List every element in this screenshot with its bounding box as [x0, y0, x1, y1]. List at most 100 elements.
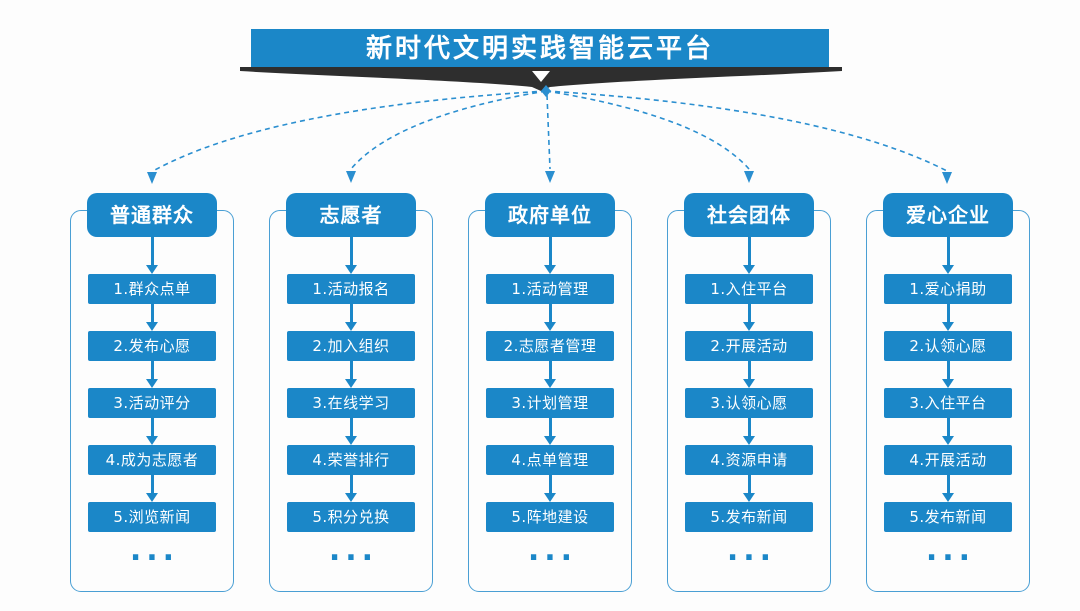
flow-step-2: 2.认领心愿: [884, 331, 1012, 361]
arrow-tip: [345, 436, 357, 445]
flow-step-label: 2.发布心愿: [113, 336, 191, 355]
arrowhead-col4: [744, 171, 754, 183]
page-title: 新时代文明实践智能云平台: [365, 33, 714, 64]
arrow-down-icon: [345, 237, 357, 274]
column-header: 政府单位: [485, 193, 615, 237]
arrow-tip: [345, 379, 357, 388]
arrow-stem: [150, 304, 154, 322]
arrow-down-icon: [942, 418, 954, 445]
flow-step-label: 3.活动评分: [113, 393, 191, 412]
ellipsis-label: ...: [129, 533, 180, 568]
arrow-down-icon: [146, 237, 158, 274]
arrow-tip: [146, 265, 158, 274]
flow-column: 社会团体 1.入住平台 2.开展活动 3.认领心愿 4.资源申请: [667, 193, 831, 592]
arrow-stem: [548, 304, 552, 322]
arrow-down-icon: [942, 475, 954, 502]
arrow-down-icon: [743, 304, 755, 331]
arrow-tip: [345, 493, 357, 502]
flow-step-5: 5.发布新闻: [884, 502, 1012, 532]
arrow-stem: [150, 475, 154, 493]
arrowhead-col5: [942, 172, 952, 184]
arrow-tip: [544, 379, 556, 388]
connector-col3: [546, 94, 551, 170]
flow-step-label: 1.入住平台: [710, 279, 788, 298]
arrow-tip: [146, 436, 158, 445]
arrow-stem: [747, 475, 751, 493]
arrow-tip: [146, 379, 158, 388]
arrow-down-icon: [544, 475, 556, 502]
flow-step-label: 1.活动报名: [312, 279, 390, 298]
arrow-stem: [946, 475, 950, 493]
ellipsis-label: ...: [328, 533, 379, 568]
flow-step-label: 3.入住平台: [909, 393, 987, 412]
column-header-label: 爱心企业: [906, 203, 990, 227]
arrow-stem: [150, 418, 154, 436]
arrow-down-icon: [743, 361, 755, 388]
arrow-stem: [747, 304, 751, 322]
flow-step-1: 1.活动管理: [486, 274, 614, 304]
arrow-stem: [349, 418, 353, 436]
arrow-stem: [747, 237, 751, 265]
title-banner: 新时代文明实践智能云平台: [251, 29, 829, 68]
flow-step-label: 5.发布新闻: [909, 507, 987, 526]
flow-column: 志愿者 1.活动报名 2.加入组织 3.在线学习 4.荣誉排行: [269, 193, 433, 592]
column-header: 普通群众: [87, 193, 217, 237]
arrow-down-icon: [544, 304, 556, 331]
flow-step-label: 5.阵地建设: [511, 507, 589, 526]
flow-step-3: 3.认领心愿: [685, 388, 813, 418]
column-header-label: 社会团体: [707, 203, 791, 227]
arrow-tip: [146, 493, 158, 502]
flow-step-label: 4.成为志愿者: [105, 450, 199, 469]
arrow-down-icon: [743, 418, 755, 445]
arrow-stem: [150, 237, 154, 265]
arrow-tip: [146, 322, 158, 331]
flow-step-5: 5.发布新闻: [685, 502, 813, 532]
arrow-down-icon: [942, 361, 954, 388]
flow-step-4: 4.资源申请: [685, 445, 813, 475]
flow-step-label: 1.爱心捐助: [909, 279, 987, 298]
ellipsis-label: ...: [527, 533, 578, 568]
arrow-stem: [150, 361, 154, 379]
arrow-down-icon: [544, 237, 556, 274]
arrow-tip: [743, 493, 755, 502]
arrow-tip: [544, 322, 556, 331]
flow-step-label: 5.积分兑换: [312, 507, 390, 526]
ellipsis-label: ...: [925, 533, 976, 568]
flow-step-4: 4.点单管理: [486, 445, 614, 475]
flow-step-label: 3.计划管理: [511, 393, 589, 412]
arrow-down-icon: [146, 304, 158, 331]
arrow-tip: [544, 436, 556, 445]
connector-col2: [350, 90, 547, 170]
arrow-stem: [946, 361, 950, 379]
arrow-stem: [349, 237, 353, 265]
flow-step-1: 1.活动报名: [287, 274, 415, 304]
column-header: 社会团体: [684, 193, 814, 237]
flow-step-4: 4.开展活动: [884, 445, 1012, 475]
connector-col4: [545, 90, 750, 170]
arrow-down-icon: [743, 475, 755, 502]
flow-step-label: 5.浏览新闻: [113, 507, 191, 526]
arrow-down-icon: [146, 418, 158, 445]
flow-step-1: 1.爱心捐助: [884, 274, 1012, 304]
flow-step-label: 4.点单管理: [511, 450, 589, 469]
arrow-down-icon: [146, 361, 158, 388]
arrow-tip: [743, 322, 755, 331]
column-header-label: 志愿者: [319, 203, 383, 227]
arrow-down-icon: [345, 475, 357, 502]
arrow-stem: [946, 237, 950, 265]
arrow-tip: [743, 379, 755, 388]
flow-step-label: 2.认领心愿: [909, 336, 987, 355]
arrow-tip: [942, 265, 954, 274]
arrow-tip: [942, 379, 954, 388]
column-header: 志愿者: [286, 193, 416, 237]
flow-step-label: 1.群众点单: [113, 279, 191, 298]
title-ribbon: [240, 67, 842, 91]
arrow-stem: [946, 304, 950, 322]
flow-step-3: 3.入住平台: [884, 388, 1012, 418]
arrow-down-icon: [345, 361, 357, 388]
arrow-down-icon: [743, 237, 755, 274]
ellipsis-label: ...: [726, 533, 777, 568]
arrow-down-icon: [146, 475, 158, 502]
flow-step-4: 4.荣誉排行: [287, 445, 415, 475]
arrow-stem: [747, 418, 751, 436]
